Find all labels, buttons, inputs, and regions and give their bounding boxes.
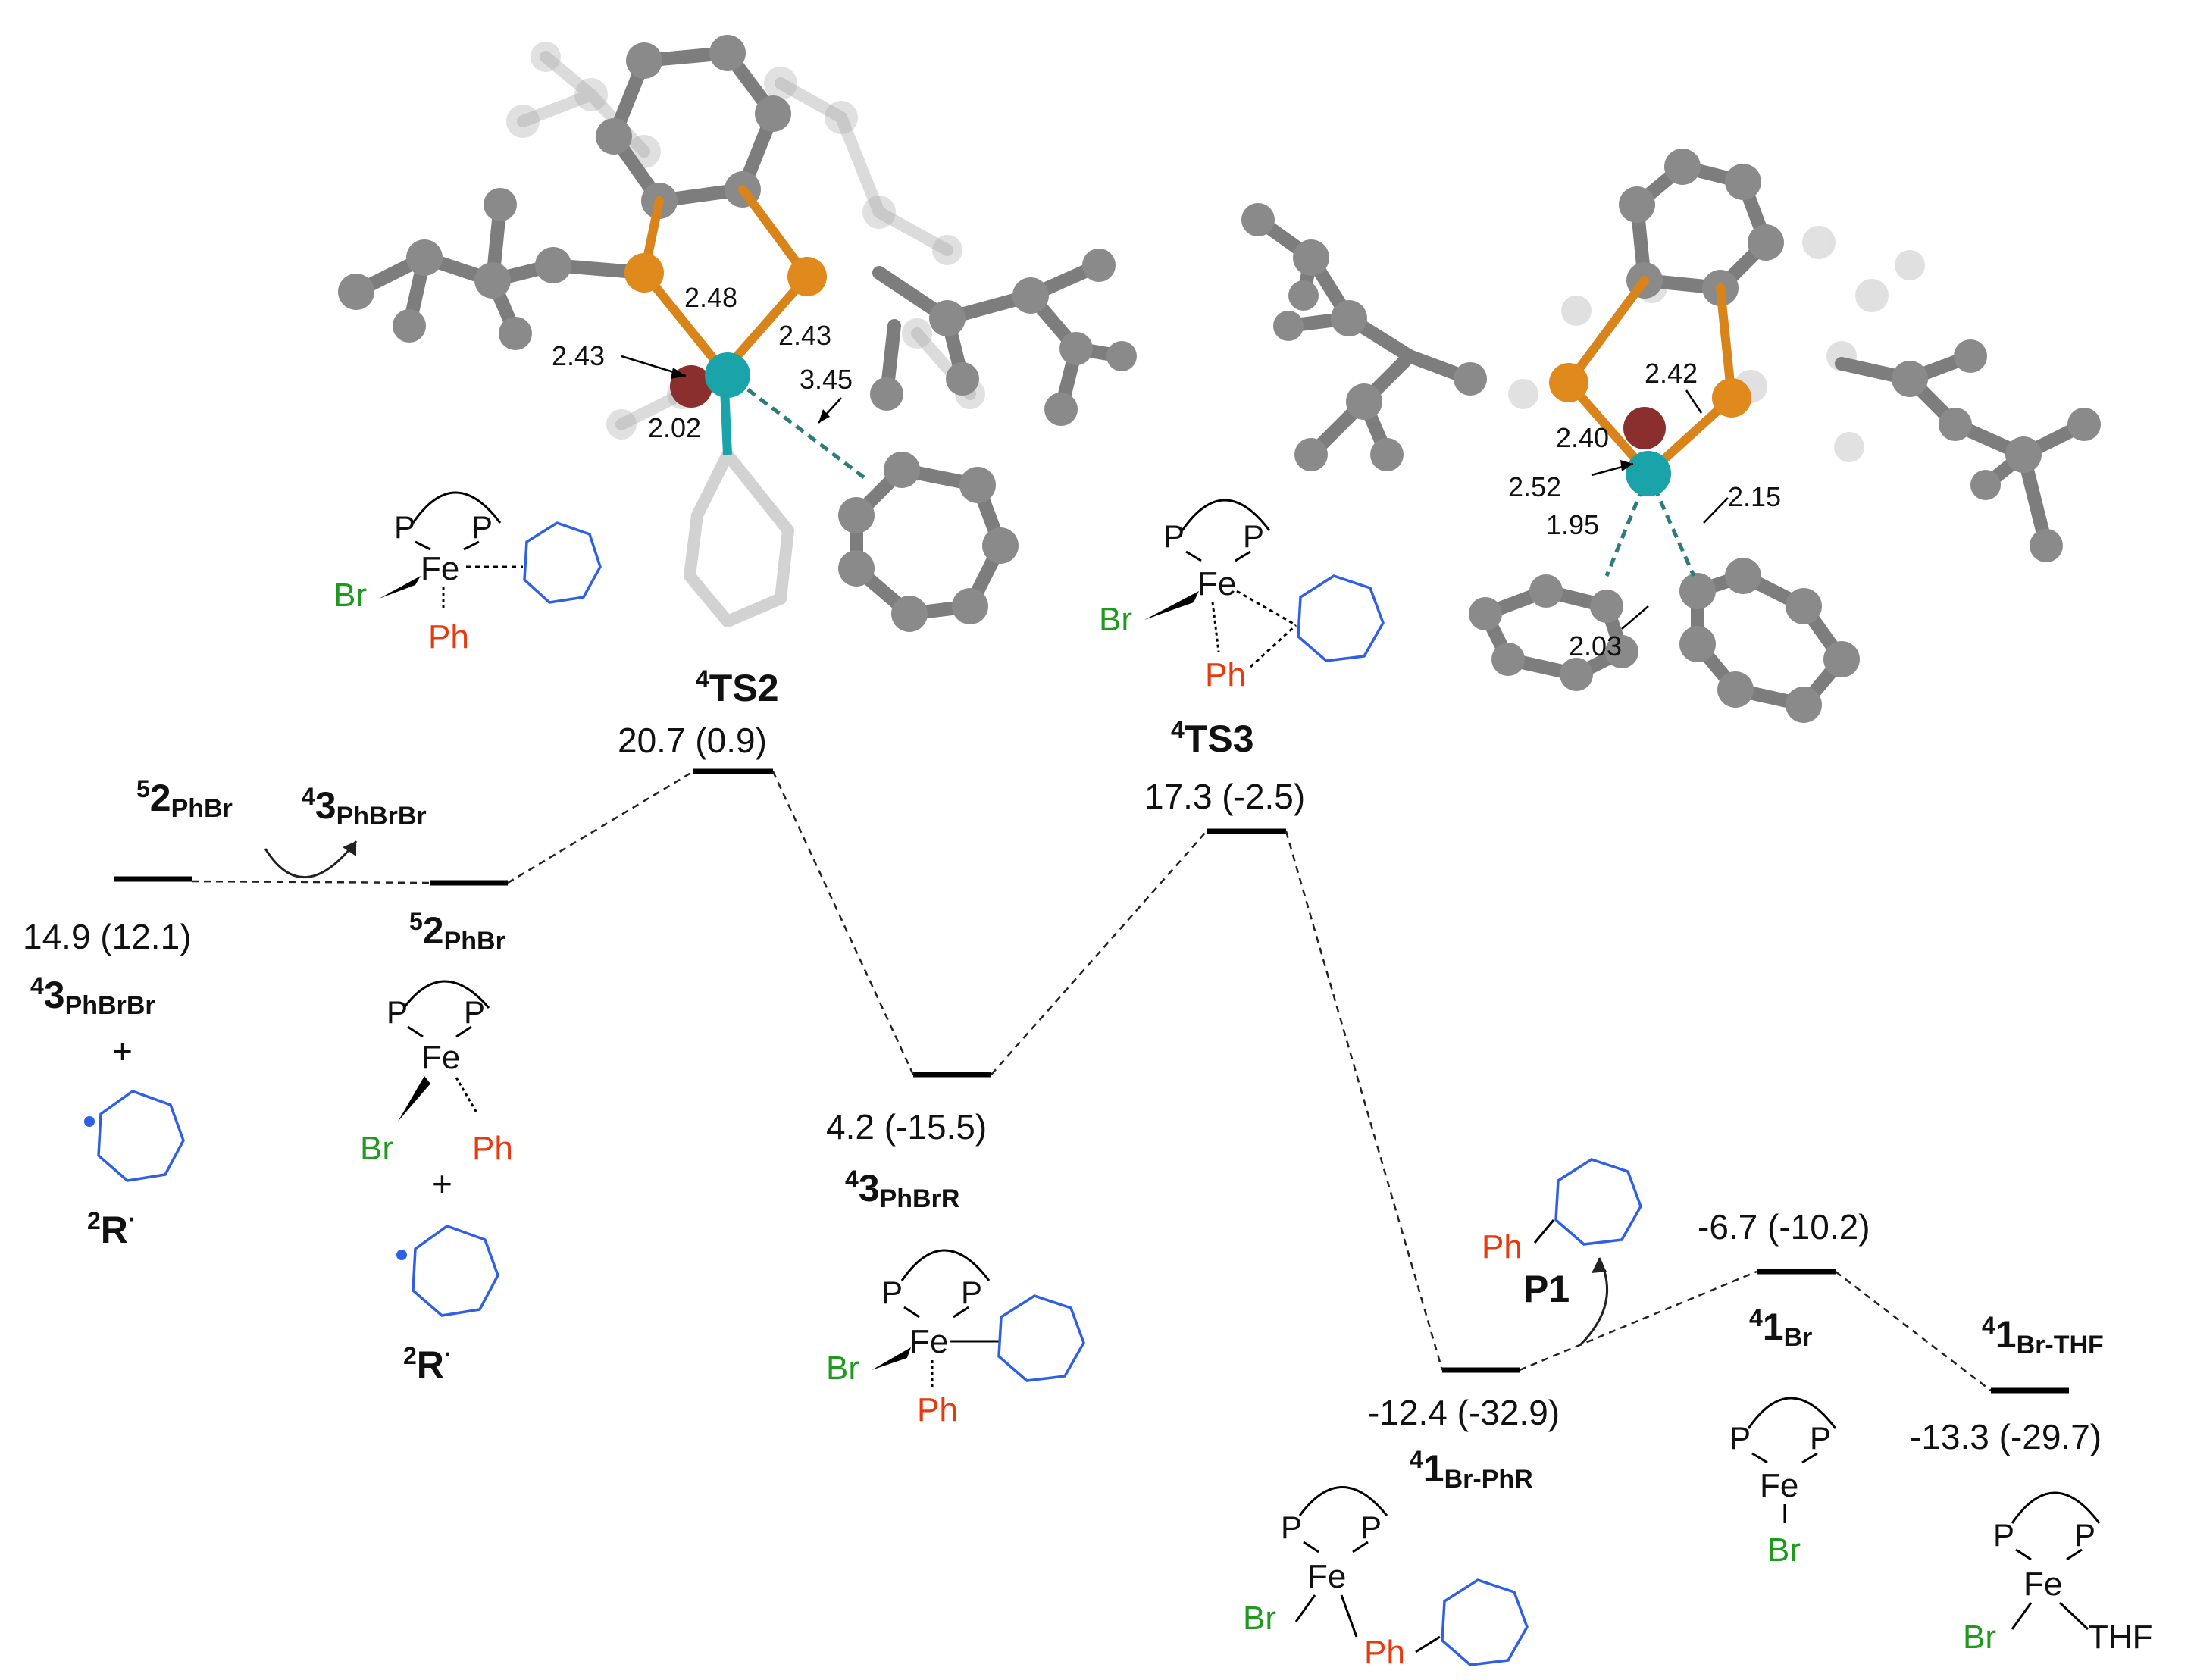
ts3-dist-fe-br: 2.52 [1508,471,1561,502]
label-41BrPhR: 41Br-PhR [1410,1446,1533,1494]
sketch-41b-fe: Fe [1760,1467,1798,1504]
ts3-dist-fe-p1: 2.40 [1556,422,1609,453]
sketch-ts3-p1: P [1163,518,1185,554]
ts2-3d-structure: 2.48 2.43 2.43 3.45 2.02 [338,35,1137,632]
sketch-43-ph: Ph [917,1391,958,1428]
sketch-43-fe: Fe [909,1323,948,1360]
plus-sign-2: + [432,1164,452,1203]
label-43PhBrBr: 43PhBrBr [30,972,155,1020]
ts2-dist-fe-c: 2.02 [648,412,701,443]
state-labels: 52PhBr 43PhBrBr 52PhBr 43PhBrBr + + 2R· … [30,665,2104,1494]
sketch-P1-ph: Ph [1482,1228,1523,1265]
sketch-41Br: P P Fe Br [1729,1397,1837,1569]
label-52PhBr: 52PhBr [409,908,505,956]
plus-sign-1: + [112,1031,133,1071]
label-43PhBrBr-arrow: 43PhBrBr [302,783,427,831]
ts3-dist-c-c: 2.03 [1569,630,1622,662]
sketch-ts3-p2: P [1243,518,1264,554]
sketch-41a-p1: P [1281,1509,1302,1545]
sketch-52PhBr: P P Fe Br Ph [360,980,513,1167]
energy-43PhBrR: 4.2 (-15.5) [826,1107,987,1147]
ts3-dist-fe-p2: 2.42 [1645,358,1698,389]
sketch-ts2: P P Fe Br Ph [333,491,602,655]
ts2-dist-fe-p2: 2.43 [778,320,831,351]
ts3-dist-fe-c2: 2.15 [1728,481,1781,512]
ts2-dist-fe-br: 2.43 [552,340,605,371]
sketch-41BrPhR: P P Fe Br Ph [1243,1486,1529,1671]
ts2-dist-fe-h: 3.45 [800,364,853,395]
label-2R-2: 2R· [403,1341,452,1386]
energy-41BrPhR: -12.4 (-32.9) [1368,1393,1560,1432]
sketch-41c-p1: P [1993,1517,2014,1553]
energy-41Br: -6.7 (-10.2) [1698,1207,1870,1247]
sketch-52-p1: P [387,994,408,1030]
sketch-41c-p2: P [2074,1517,2095,1553]
energy-41BrTHF: -13.3 (-29.7) [1910,1417,2102,1456]
label-4TS2: 4TS2 [696,665,779,709]
energy-start: 14.9 (12.1) [23,917,191,956]
label-4TS3: 4TS3 [1171,716,1254,760]
sketch-43PhBrR: P P Fe Br Ph [826,1249,1085,1428]
label-52PhBr-top: 52PhBr [136,775,233,823]
sketch-41c-thf: THF [2088,1619,2153,1656]
sketch-52-p2: P [464,994,485,1030]
sketch-41c-fe: Fe [2023,1566,2062,1603]
label-41BrTHF: 41Br-THF [1982,1312,2104,1359]
sketch-ts3-ring [1297,574,1385,662]
sketch-41b-br: Br [1767,1531,1801,1569]
sketch-41b-p1: P [1729,1420,1751,1456]
sketch-ts2-p2: P [471,509,493,545]
label-41Br: 41Br [1749,1304,1812,1352]
label-2R-1: 2R· [87,1206,136,1251]
sketch-41b-p2: P [1810,1420,1831,1456]
sketch-41a-br: Br [1243,1600,1276,1637]
sketch-43-p2: P [961,1275,982,1310]
sketch-P1: Ph [1482,1158,1642,1265]
sketch-ts3-br: Br [1099,601,1132,638]
energy-values: 14.9 (12.1) 20.7 (0.9) 4.2 (-15.5) 17.3 … [23,721,2102,1456]
sketch-ts2-p1: P [394,509,415,545]
ts2-dist-fe-p1: 2.48 [684,282,737,313]
sketch-52-br: Br [360,1130,393,1167]
energy-4TS3: 17.3 (-2.5) [1144,777,1305,816]
label-P1: P1 [1523,1268,1570,1310]
sketch-52-fe: Fe [421,1039,460,1076]
sketch-ts2-br: Br [333,577,367,614]
ts3-dist-fe-c1: 1.95 [1546,509,1599,540]
sketch-ts3-fe: Fe [1197,565,1236,602]
sketch-ts2-ph: Ph [428,618,469,655]
sketch-ts3: P P Fe Br Ph [1099,499,1385,693]
energy-levels [114,768,2069,1394]
sketch-41a-fe: Fe [1307,1558,1346,1595]
radical-ring-1 [84,1090,185,1182]
sketch-41a-ph: Ph [1364,1634,1405,1671]
sketch-ts3-ph: Ph [1205,656,1246,693]
energy-4TS2: 20.7 (0.9) [618,721,767,760]
release-arrow [264,840,358,878]
radical-ring-2 [396,1225,499,1317]
sketch-41c-br: Br [1963,1619,1996,1656]
label-43PhBrR: 43PhBrR [845,1165,959,1213]
sketch-43-ring [997,1294,1085,1382]
sketch-ts2-ring [523,521,602,604]
sketch-43-p1: P [881,1275,903,1310]
sketch-41a-p2: P [1360,1509,1382,1545]
ts3-3d-structure: 2.42 2.40 2.52 1.95 2.15 2.03 [1241,149,2101,723]
sketch-43-br: Br [826,1350,859,1387]
sketch-52-ph: Ph [472,1130,513,1167]
sketch-41BrTHF: P P Fe Br THF [1963,1491,2153,1656]
sketch-ts2-fe: Fe [421,550,459,587]
